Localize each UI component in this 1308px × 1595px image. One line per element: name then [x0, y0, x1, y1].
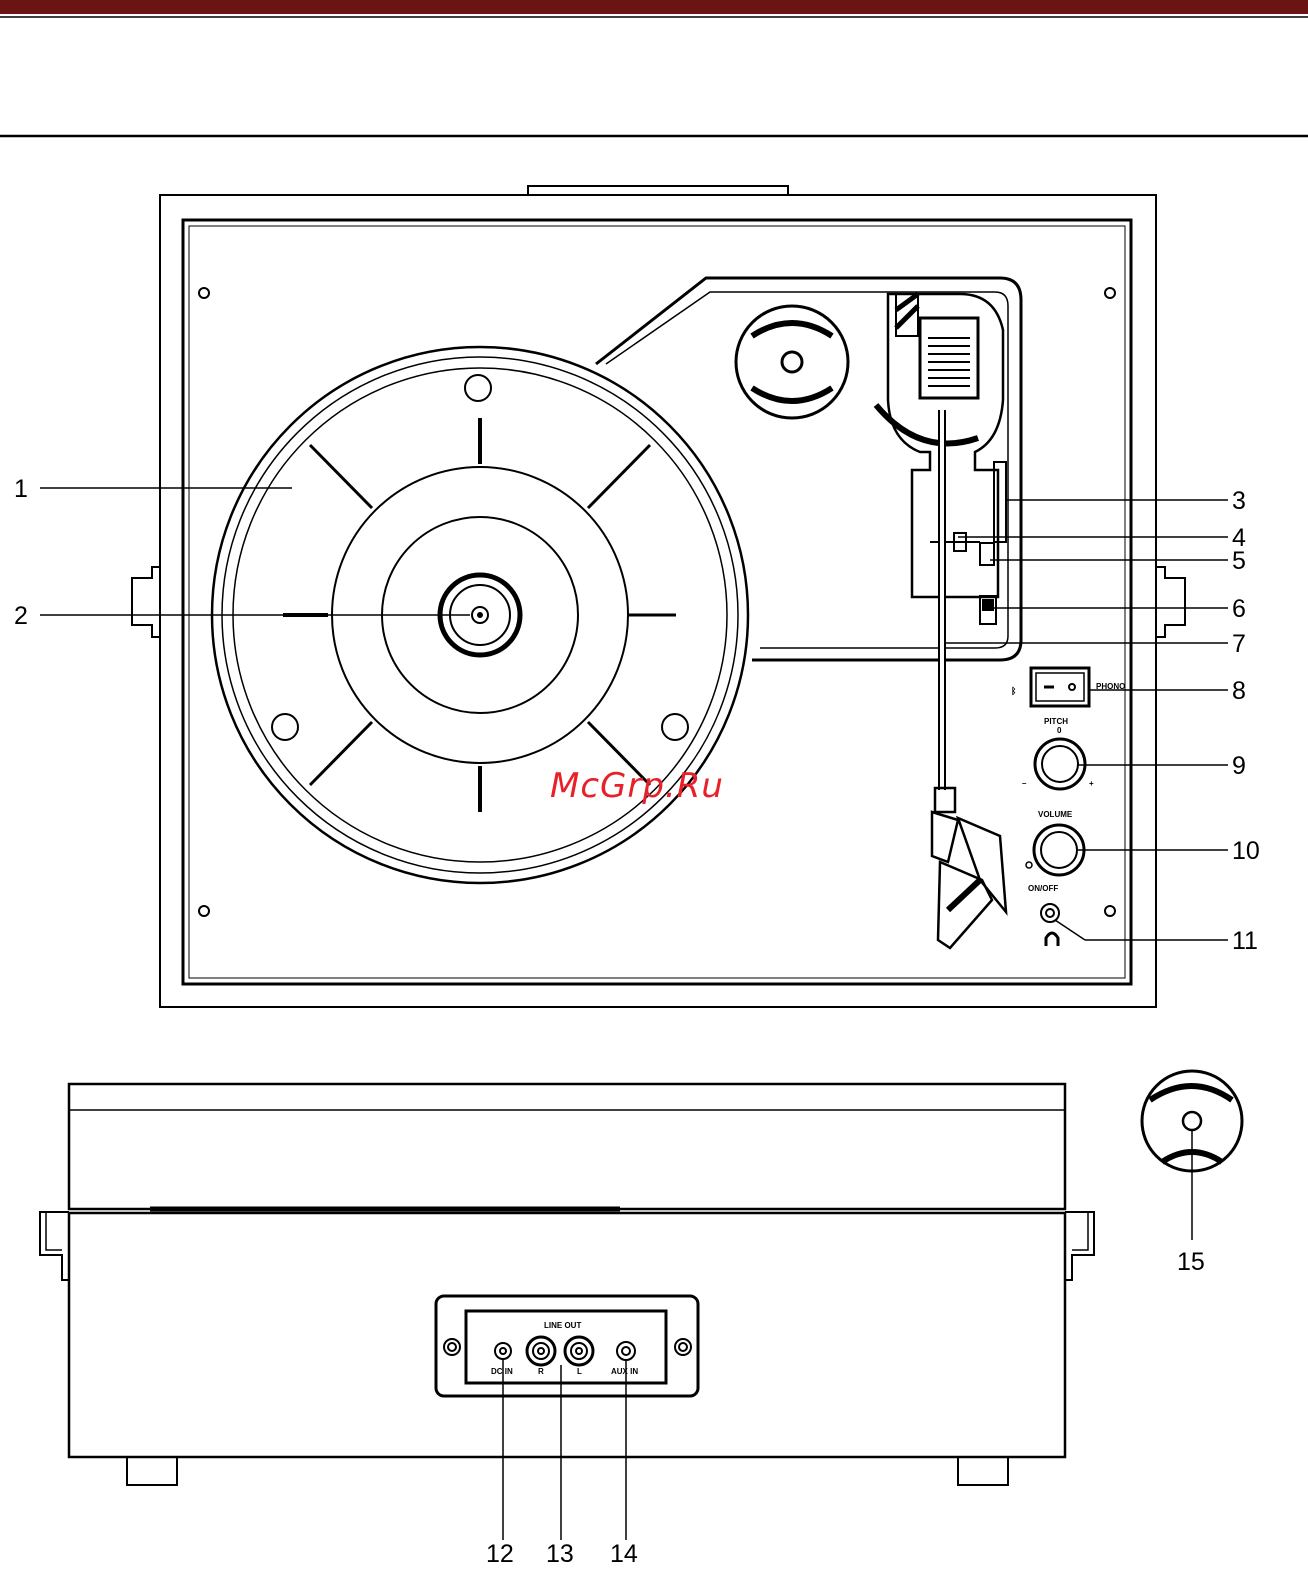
header-bar: [0, 0, 1308, 14]
pitch-zero-label: 0: [1057, 726, 1062, 735]
r-label: R: [538, 1367, 544, 1376]
foot-right: [958, 1457, 1008, 1485]
callout-3: 3: [1232, 487, 1246, 515]
rear-body: [69, 1213, 1065, 1457]
line-out-r-jack: [527, 1337, 555, 1365]
callout-2: 2: [14, 602, 28, 630]
l-label: L: [577, 1367, 582, 1376]
rear-view: [40, 1071, 1242, 1540]
watermark: McGrp.Ru: [550, 766, 724, 806]
callout-13: 13: [546, 1540, 574, 1568]
volume-label: VOLUME: [1038, 810, 1073, 819]
callout-5: 5: [1232, 547, 1246, 575]
right-handle: [1065, 1212, 1094, 1280]
line-out-l-jack: [565, 1337, 593, 1365]
callout-14: 14: [610, 1540, 638, 1568]
lid: [69, 1084, 1065, 1209]
callout-6: 6: [1232, 595, 1246, 623]
adapter-45: [1142, 1071, 1242, 1240]
aux-in-label: AUX IN: [611, 1367, 638, 1376]
callout-10: 10: [1232, 837, 1260, 865]
right-hinge: [1156, 567, 1185, 637]
pitch-minus-label: –: [1022, 779, 1027, 788]
panel-screw: [444, 1339, 460, 1355]
bluetooth-icon: ᛒ: [1011, 686, 1016, 696]
foot-left: [127, 1457, 177, 1485]
callout-12: 12: [486, 1540, 514, 1568]
panel-screw: [675, 1339, 691, 1355]
pitch-plus-label: +: [1089, 779, 1094, 788]
line-out-label: LINE OUT: [544, 1321, 581, 1330]
callout-1: 1: [14, 475, 28, 503]
callout-8: 8: [1232, 677, 1246, 705]
left-hinge: [132, 567, 160, 637]
left-handle: [40, 1212, 69, 1280]
dc-in-label: DC IN: [491, 1367, 513, 1376]
callout-15: 15: [1177, 1248, 1205, 1276]
top-handle: [528, 186, 788, 195]
callout-7: 7: [1232, 630, 1246, 658]
aux-in-jack: [617, 1342, 635, 1360]
pitch-label: PITCH: [1044, 717, 1068, 726]
dc-in-jack: [495, 1343, 511, 1359]
on-off-label: ON/OFF: [1028, 884, 1058, 893]
callout-9: 9: [1232, 752, 1246, 780]
callout-11: 11: [1232, 927, 1258, 955]
